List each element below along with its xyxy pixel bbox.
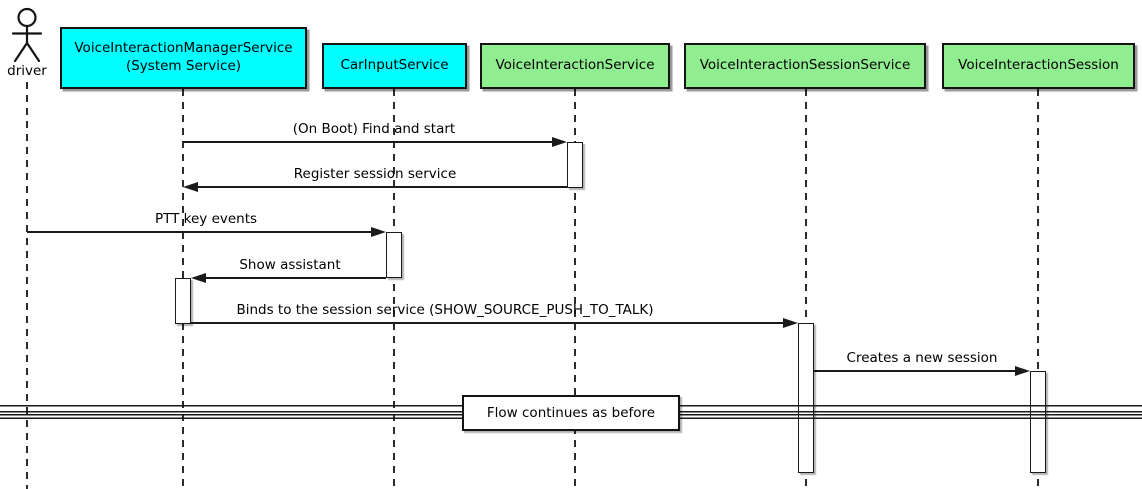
lifeline-voiceinteractionsessionservice: [805, 89, 807, 489]
participant-name: VoiceInteractionSessionService: [699, 57, 911, 74]
arrowhead-right-icon: [1015, 365, 1030, 376]
activation-voiceinteractionservice: [567, 142, 583, 188]
message-line: [191, 322, 784, 324]
participant-carinputservice: CarInputService: [322, 43, 467, 89]
lifeline-driver: [26, 82, 28, 489]
participant-name: VoiceInteractionSession: [958, 57, 1119, 74]
arrowhead-right-icon: [552, 136, 567, 147]
message-line: [198, 186, 567, 188]
divider-label-box: Flow continues as before: [462, 395, 680, 431]
participant-name: CarInputService: [340, 57, 449, 74]
message-line: [814, 370, 1016, 372]
activation-carinputservice: [386, 232, 402, 278]
arrowhead-left-icon: [183, 181, 198, 192]
message-line: [206, 277, 386, 279]
actor-label: driver: [7, 63, 47, 79]
message-label: (On Boot) Find and start: [292, 121, 456, 137]
participant-voiceinteractionservice: VoiceInteractionService: [480, 43, 670, 89]
activation-voiceinteractionmanagerservice: [175, 278, 191, 324]
message-line: [183, 141, 553, 143]
lifeline-carinputservice: [393, 89, 395, 489]
message-line: [27, 231, 372, 233]
participant-subtitle: (System Service): [125, 58, 242, 74]
activation-voiceinteractionsessionservice: [798, 323, 814, 473]
participant-name: VoiceInteractionService: [495, 57, 655, 74]
message-label: Creates a new session: [846, 350, 998, 366]
divider-label: Flow continues as before: [486, 405, 656, 421]
lifeline-voiceinteractionservice: [574, 89, 576, 489]
participant-voiceinteractionmanagerservice: VoiceInteractionManagerService (System S…: [60, 27, 307, 89]
participant-voiceinteractionsession: VoiceInteractionSession: [942, 43, 1135, 89]
actor-icon: [11, 7, 43, 63]
arrowhead-right-icon: [783, 317, 798, 328]
participant-voiceinteractionsessionservice: VoiceInteractionSessionService: [684, 43, 926, 89]
message-label: PTT key events: [154, 211, 258, 227]
lifeline-voiceinteractionsession: [1037, 89, 1039, 489]
message-label: Binds to the session service (SHOW_SOURC…: [236, 302, 654, 318]
participant-name: VoiceInteractionManagerService: [74, 40, 293, 57]
arrowhead-left-icon: [191, 272, 206, 283]
message-label: Register session service: [293, 166, 457, 182]
activation-voiceinteractionsession: [1030, 371, 1046, 473]
arrowhead-right-icon: [371, 226, 386, 237]
message-label: Show assistant: [239, 257, 341, 273]
